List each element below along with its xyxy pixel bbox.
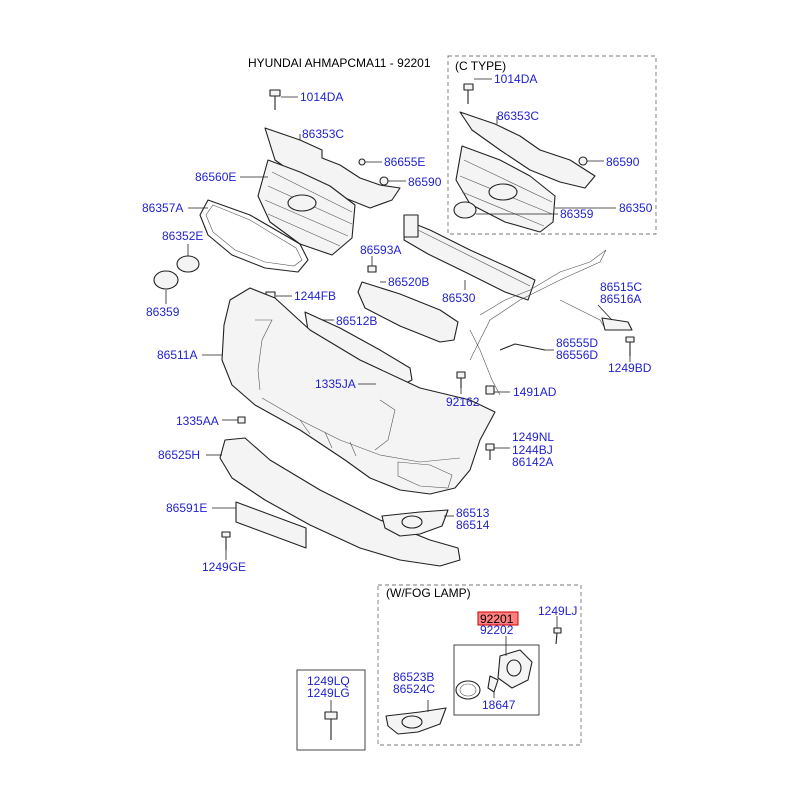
label-92201: 92201 <box>480 612 514 626</box>
label-86523b: 86523B <box>393 670 434 684</box>
label-86352e: 86352E <box>162 229 203 243</box>
label-1249nl: 1249NL <box>512 430 554 444</box>
emblem-86352e-icon <box>176 255 200 273</box>
clip-86590-icon <box>379 176 389 186</box>
strip-86555d <box>499 343 546 351</box>
label-1249lq: 1249LQ <box>307 674 350 688</box>
label-c-1014da: 1014DA <box>494 72 537 86</box>
label-1249ge: 1249GE <box>202 560 246 574</box>
label-1014da: 1014DA <box>300 90 343 104</box>
bumper-cover-86511a <box>221 287 496 495</box>
label-86591e: 86591E <box>166 501 207 515</box>
nut-1491ad-icon <box>485 385 495 395</box>
fog-lamp-box <box>377 584 582 746</box>
label-1335ja: 1335JA <box>315 377 356 391</box>
emblem-86359-icon <box>153 270 179 290</box>
body-outline <box>469 249 607 361</box>
label-c-86590: 86590 <box>606 155 640 169</box>
clip-86593a-icon <box>367 265 377 273</box>
screw-1249nl-icon <box>485 443 495 460</box>
bracket-86515c <box>601 317 633 331</box>
label-18647: 18647 <box>482 698 516 712</box>
label-86142a: 86142A <box>512 455 553 469</box>
radiator-grille-86560e <box>257 159 356 256</box>
label-86353c: 86353C <box>302 127 344 141</box>
screw-1014da-icon <box>269 89 281 110</box>
label-92162: 92162 <box>446 395 480 409</box>
label-86560e: 86560E <box>195 170 236 184</box>
label-92202: 92202 <box>480 623 514 637</box>
fog-lamp-housing <box>497 649 533 689</box>
label-86590: 86590 <box>408 175 442 189</box>
bolt-1249lq-icon <box>324 711 338 740</box>
c-type-emblem-icon <box>453 201 477 219</box>
label-c-86350: 86350 <box>619 201 653 215</box>
grille-frame-86357a <box>199 199 309 273</box>
fog-cover-86523b <box>385 707 447 735</box>
label-1244bj: 1244BJ <box>512 443 553 457</box>
screw-1249ge-icon <box>221 531 231 550</box>
c-type-bracket <box>459 111 596 189</box>
label-86516a: 86516A <box>600 292 641 306</box>
screw-1249bd-icon <box>625 336 635 356</box>
bolt-box <box>296 669 366 751</box>
label-86511a: 86511A <box>157 348 197 362</box>
label-86555d: 86555D <box>556 336 598 350</box>
label-86359: 86359 <box>146 305 180 319</box>
label-86530: 86530 <box>442 291 476 305</box>
clip-1335aa-icon <box>237 416 246 424</box>
c-type-label: (C TYPE) <box>455 59 506 73</box>
label-1244fb: 1244FB <box>294 289 336 303</box>
label-86593a: 86593A <box>360 243 401 257</box>
label-86515c: 86515C <box>600 280 642 294</box>
license-bracket-86591e <box>235 501 307 549</box>
c-type-clip-icon <box>578 156 588 166</box>
label-1249lj: 1249LJ <box>538 604 577 618</box>
fog-lamp-label: (W/FOG LAMP) <box>386 586 471 600</box>
screw-92162-icon <box>456 371 466 388</box>
beam-86530 <box>403 214 536 301</box>
screw-1249lj-icon <box>553 627 562 645</box>
fog-cover-86513 <box>381 509 449 537</box>
label-86520b: 86520B <box>388 275 429 289</box>
bulb-18647-icon <box>487 675 499 693</box>
label-86525h: 86525H <box>158 448 200 462</box>
fog-lamp-inner-box <box>453 644 540 716</box>
label-1335aa: 1335AA <box>176 414 219 428</box>
c-type-box <box>447 55 657 235</box>
leader-lines <box>165 78 631 712</box>
label-c-86359: 86359 <box>560 207 594 221</box>
label-86512b: 86512B <box>336 314 377 328</box>
label-1249bd: 1249BD <box>608 361 652 375</box>
highlight-92201 <box>477 611 519 626</box>
diagram-title: HYUNDAI AHMAPCMA11 - 92201 <box>248 56 431 70</box>
label-86513: 86513 <box>456 506 490 520</box>
label-1249lg: 1249LG <box>307 686 350 700</box>
c-type-grille <box>455 145 556 233</box>
label-c-86353c: 86353C <box>497 109 539 123</box>
clip-86655e-icon <box>358 158 366 166</box>
label-86524c: 86524C <box>393 682 435 696</box>
label-86357a: 86357A <box>142 201 183 215</box>
label-86514: 86514 <box>456 518 490 532</box>
label-86556d: 86556D <box>556 348 598 362</box>
label-86655e: 86655E <box>384 155 425 169</box>
c-type-screw-icon <box>463 83 474 104</box>
fog-lamp-ring-icon <box>455 680 481 700</box>
label-1491ad: 1491AD <box>513 385 557 399</box>
absorber-86520b <box>357 281 459 343</box>
